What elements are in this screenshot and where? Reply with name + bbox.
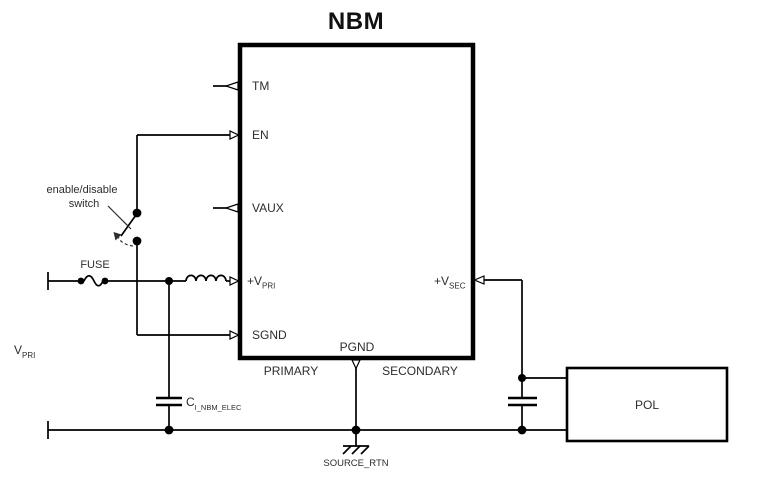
primary-side-label: PRIMARY (264, 364, 318, 378)
secondary-wiring (472, 275, 567, 435)
nbm-module-box (237, 42, 476, 361)
switch-icon (113, 208, 142, 247)
pol-box (565, 366, 729, 443)
en-pin-arrow-icon (229, 130, 240, 140)
pin-label-pgnd: PGND (340, 340, 375, 354)
input-capacitor-label: CI_NBM_ELEC (186, 395, 242, 412)
switch-label-leader-line (107, 205, 132, 230)
vaux-pin-arrow-icon (224, 203, 239, 213)
switch-label-line2: switch (69, 198, 100, 210)
vsec-pin-arrow-icon (472, 275, 485, 285)
sgnd-pin-arrow-icon (229, 330, 240, 340)
pin-label-tm: TM (252, 79, 269, 93)
pgnd-wiring (342, 359, 370, 455)
vpri-pin-arrow-icon (229, 276, 240, 286)
tm-pin-arrow-icon (224, 81, 239, 91)
return-rail (47, 421, 567, 439)
primary-wiring (47, 81, 240, 435)
pin-label-vaux: VAUX (252, 201, 284, 215)
pol-label: POL (635, 398, 659, 412)
chassis-ground-icon (342, 430, 370, 455)
fuse-label: FUSE (80, 259, 109, 271)
inductor-icon (185, 274, 227, 282)
junction-dot (517, 425, 527, 435)
source-voltage-label: VPRI (14, 343, 35, 360)
pin-label-sgnd: SGND (252, 328, 287, 342)
pin-label-en: EN (252, 128, 269, 142)
secondary-side-label: SECONDARY (382, 364, 458, 378)
fuse-icon (77, 274, 109, 287)
pin-label-vsec: +VSEC (434, 274, 466, 291)
nbm-title: NBM (328, 8, 384, 35)
input-capacitor-icon (156, 396, 182, 407)
pgnd-pin-arrow-icon (351, 359, 361, 370)
switch-label-line1: enable/disable (47, 184, 118, 196)
source-rtn-label: SOURCE_RTN (323, 458, 388, 469)
output-capacitor-icon (508, 396, 537, 407)
pin-label-vpri: +VPRI (247, 274, 275, 291)
